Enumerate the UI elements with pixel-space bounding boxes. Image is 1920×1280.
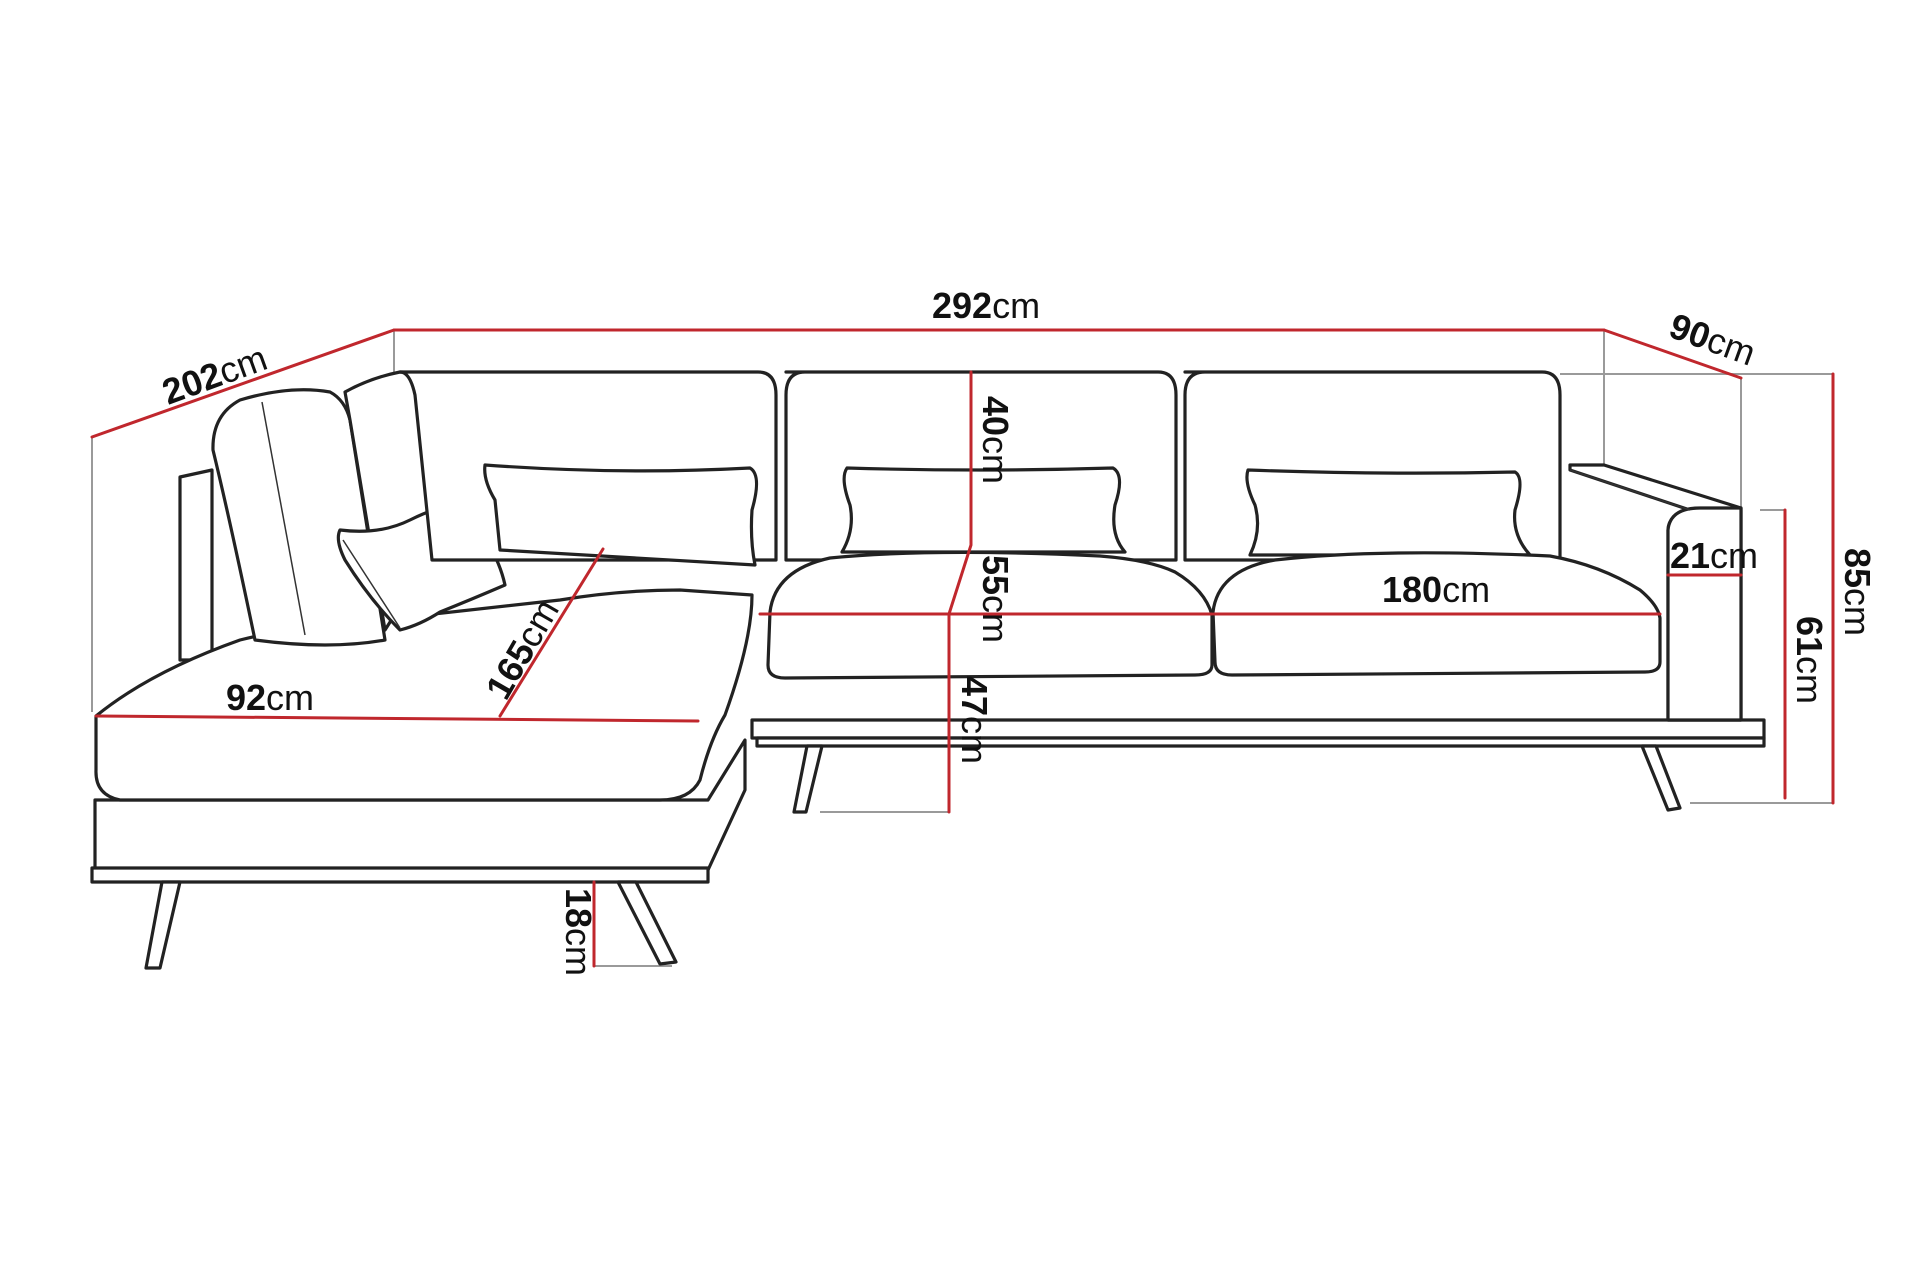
label-85: 85cm [1837, 548, 1878, 636]
dim-line-165 [498, 547, 605, 718]
dimension-labels: 292cm 202cm 90cm 85cm 61cm 21cm 180cm 40… [157, 285, 1878, 976]
label-61: 61cm [1789, 616, 1830, 704]
throw-pillow-1 [483, 463, 759, 567]
dim-line-40-55 [947, 370, 973, 616]
throw-pillow-2 [840, 466, 1127, 554]
label-40: 40cm [975, 396, 1016, 484]
throw-pillow-3 [1245, 468, 1532, 557]
dim-line-202 [90, 328, 396, 439]
dimension-lines [90, 328, 1835, 968]
label-92: 92cm [226, 677, 314, 718]
label-292: 292cm [932, 285, 1040, 326]
main-leg-left [792, 744, 824, 814]
label-90: 90cm [1664, 305, 1761, 374]
guide-lines [91, 330, 1833, 967]
chaise-section [90, 370, 754, 970]
chaise-leg-left [144, 880, 182, 970]
label-18: 18cm [558, 888, 599, 976]
label-180: 180cm [1382, 569, 1490, 610]
dim-line-90 [1602, 328, 1743, 380]
label-55: 55cm [975, 555, 1016, 643]
chaise-leg-right [616, 880, 678, 966]
dim-line-92 [94, 714, 700, 723]
main-leg-right [1640, 744, 1682, 812]
label-47: 47cm [954, 676, 995, 764]
label-21: 21cm [1670, 535, 1758, 576]
